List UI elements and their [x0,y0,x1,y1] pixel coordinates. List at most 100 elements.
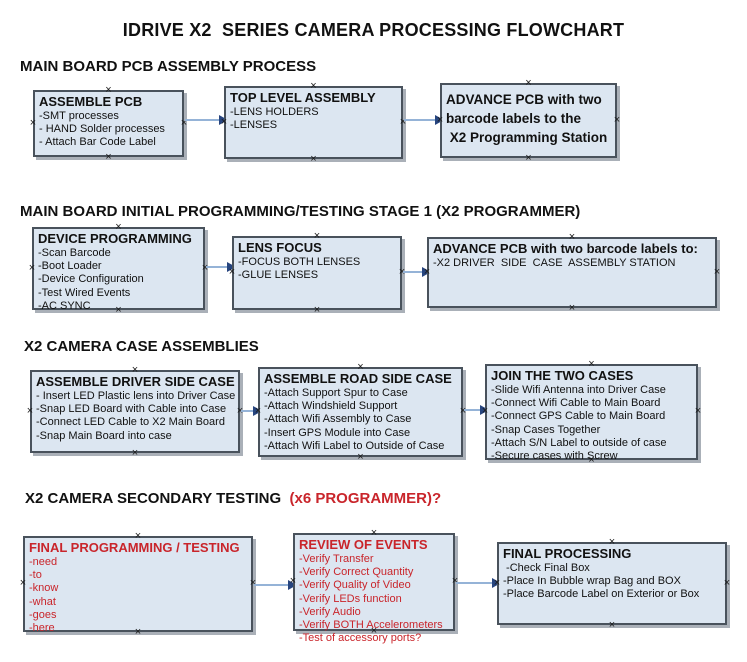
box-title: ASSEMBLE PCB [39,94,143,109]
box-title: TOP LEVEL ASSEMBLY [230,90,376,105]
connection-handle-icon: × [357,451,364,463]
flow-box-assemble-road-side-case: ASSEMBLE ROAD SIDE CASE -Attach Support … [255,362,466,463]
box-item: - HAND Solder processes [39,123,165,136]
box-title: REVIEW OF EVENTS [299,537,428,552]
section-heading-text: MAIN BOARD PCB ASSEMBLY PROCESS [20,58,317,75]
box-item: -Attach S/N Label to outside of case [491,436,667,449]
flow-box-advance-pcb-case-assembly-station: ADVANCE PCB with two barcode labels to: … [424,232,720,314]
box-item: -Check Final Box [503,562,590,574]
connector-arrow [403,267,431,277]
box-item: -Verify Correct Quantity [299,566,414,579]
box-item: -know [29,582,59,595]
box-title: ADVANCE PCB with two barcode labels to: [433,241,698,256]
box-item: -Snap LED Board with Cable into Case [36,403,227,416]
arrow-head-icon [435,115,444,125]
arrow-line [254,584,290,586]
connection-handle-icon: × [313,304,321,316]
box-item: -Test Wired Events [38,286,131,299]
arrow-line [404,119,437,121]
box-item: -X2 DRIVER SIDE CASE ASSEMBLY STATION [433,257,676,269]
section-heading-text: X2 CAMERA SECONDARY TESTING [25,490,290,507]
box-item: -Test of accessory ports? [299,632,422,645]
box-item: -Attach Support Spur to Case [264,387,408,399]
box-item: -Snap Main Board into case [36,429,172,442]
section-heading-red-text: (x6 PROGRAMMER)? [289,490,442,507]
flow-box-final-processing: FINAL PROCESSING -Check Final Box -Place… [494,537,730,631]
box-item: -LENS HOLDERS [230,106,319,118]
box-item: -LENSES [230,119,278,132]
box-item: - Attach Bar Code Label [39,136,156,149]
box-item: -Verify LEDs function [299,592,402,605]
section-heading-secondary-testing: X2 CAMERA SECONDARY TESTING (x6 PROGRAMM… [25,490,441,507]
arrow-head-icon [492,578,501,588]
box-item: -Boot Loader [38,260,102,273]
box-item: -Connect LED Cable to X2 Main Board [36,416,225,429]
box-title: JOIN THE TWO CASES [491,368,634,383]
connector-arrow [464,405,489,415]
arrow-line [456,582,494,584]
arrow-head-icon [219,115,228,125]
box-item: -Insert GPS Module into Case [264,426,411,439]
arrow-line [206,266,229,268]
box-item: -to [29,569,42,582]
flow-box-assemble-pcb: ASSEMBLE PCB -SMT processes - HAND Solde… [30,85,187,163]
connector-arrow [404,115,444,125]
box-item: -goes [29,608,57,621]
connection-handle-icon: × [131,447,139,459]
arrow-head-icon [253,406,262,416]
box-item: -here [29,622,55,635]
box-title: ADVANCE PCB with two barcode labels to t… [446,92,608,145]
box-item: -Place Barcode Label on Exterior or Box [503,588,700,601]
box-title: ASSEMBLE ROAD SIDE CASE [264,371,452,386]
flow-box-join-the-two-cases: JOIN THE TWO CASES -Slide Wifi Antenna i… [482,359,701,466]
box-item: -Verify Quality of Video [299,579,411,592]
arrow-line [403,271,424,273]
box-item: -Attach Windshield Support [264,400,398,413]
box-item: -Connect GPS Cable to Main Board [491,410,666,423]
flowchart-title: IDRIVE X2 SERIES CAMERA PROCESSING FLOWC… [122,20,625,40]
box-item: -Secure cases with Screw [491,450,618,463]
arrow-head-icon [480,405,489,415]
section-heading-text: MAIN BOARD INITIAL PROGRAMMING/TESTING S… [20,203,581,220]
box-item: -FOCUS BOTH LENSES [238,256,361,268]
box-item: - Insert LED Plastic lens into Driver Ca… [36,390,236,402]
box-item: -need [29,556,58,568]
connection-handle-icon: × [525,152,532,164]
flow-box-assemble-driver-side-case: ASSEMBLE DRIVER SIDE CASE - Insert LED P… [27,365,243,459]
connector-arrow [185,115,228,125]
box-item: -what [29,595,56,608]
flow-box-advance-pcb-programming-station: ADVANCE PCB with two barcode labels to t… [437,78,620,164]
connection-handle-icon: × [608,619,616,631]
box-item: -GLUE LENSES [238,269,319,282]
box-item: -Snap Cases Together [491,423,601,436]
connection-handle-icon: × [105,151,112,163]
box-title: FINAL PROGRAMMING / TESTING [29,540,240,555]
arrow-head-icon [422,267,431,277]
connector-arrow [456,578,501,588]
box-item: -AC SYNC [38,299,91,312]
arrow-head-icon [227,262,236,272]
box-item: -Attach Wifi Assembly to Case [264,413,412,426]
box-item: -Slide Wifi Antenna into Driver Case [491,384,666,396]
connector-arrow [206,262,236,272]
box-item: -Verify BOTH Accelerometers [299,619,443,632]
box-item: -Place In Bubble wrap Bag and BOX [503,575,681,588]
section-heading-initial-programming: MAIN BOARD INITIAL PROGRAMMING/TESTING S… [20,203,580,220]
box-title: DEVICE PROGRAMMING [38,231,192,246]
box-title: FINAL PROCESSING [503,546,632,561]
flow-box-review-of-events: REVIEW OF EVENTS -Verify Transfer -Verif… [290,528,458,645]
flow-box-final-programming-testing: FINAL PROGRAMMING / TESTING -need -to -k… [20,531,256,638]
section-heading-text: X2 CAMERA CASE ASSEMBLIES [24,338,259,355]
arrow-line [241,410,255,412]
arrow-line [464,409,482,411]
box-title: LENS FOCUS [238,240,322,255]
connection-handle-icon: × [568,302,576,314]
arrow-line [185,119,221,121]
box-item: -Scan Barcode [38,247,111,259]
section-heading-case-assemblies: X2 CAMERA CASE ASSEMBLIES [24,338,259,355]
flow-box-top-level-assembly: TOP LEVEL ASSEMBLY -LENS HOLDERS -LENSES… [221,81,406,165]
box-title: ASSEMBLE DRIVER SIDE CASE [36,374,235,389]
connection-handle-icon: × [310,153,317,165]
box-item: -SMT processes [39,110,119,122]
